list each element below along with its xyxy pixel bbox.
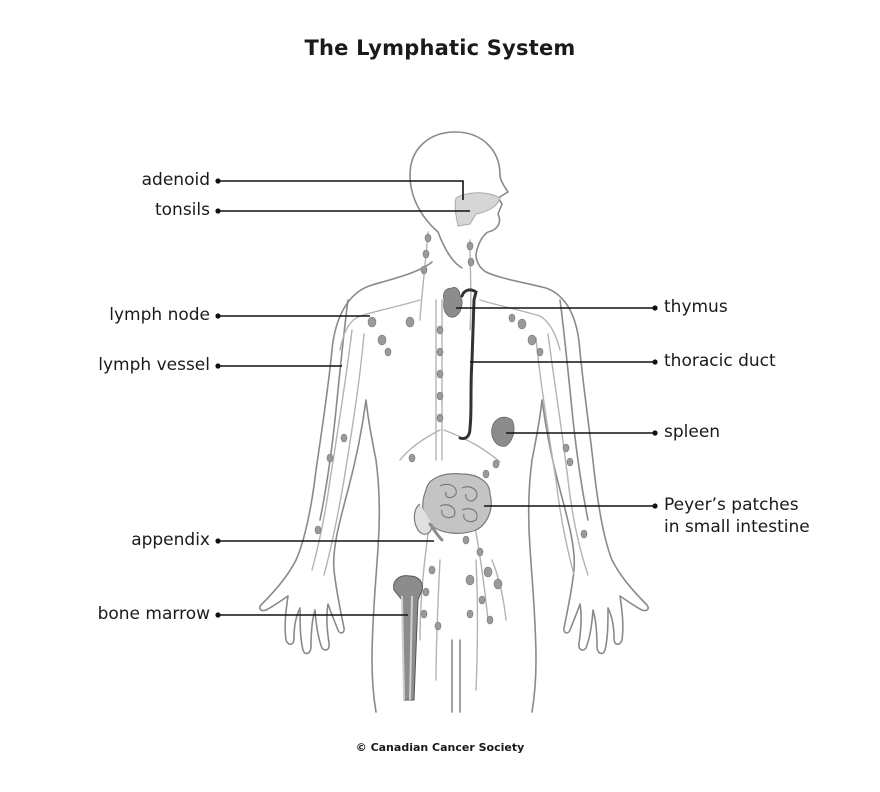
label-peyers-patches-line2: in small intestine [664, 517, 810, 537]
label-lymph-vessel: lymph vessel [98, 355, 210, 375]
spleen-organ [491, 416, 515, 447]
label-thoracic-duct: thoracic duct [664, 351, 776, 371]
intestines [413, 473, 492, 535]
label-lymph-node: lymph node [109, 305, 210, 325]
body-outline [259, 131, 649, 713]
head-outline [409, 131, 509, 273]
leader-lines [218, 180, 655, 616]
thoracic-duct-line [458, 288, 478, 440]
torso-right-outline [485, 271, 649, 713]
lymph-nodes [314, 233, 588, 631]
leader-dots [215, 178, 658, 618]
label-thymus: thymus [664, 297, 728, 317]
label-spleen: spleen [664, 422, 721, 442]
tonsil-region [454, 192, 501, 227]
label-peyers-patches-line1: Peyer’s patches [664, 495, 799, 515]
label-bone-marrow: bone marrow [97, 604, 210, 624]
label-tonsils: tonsils [154, 200, 210, 220]
label-appendix: appendix [131, 530, 210, 550]
thymus-organ [443, 287, 463, 318]
leader-adenoid [218, 180, 464, 200]
copyright-credit: © Canadian Cancer Society [355, 741, 525, 754]
femur-bone [393, 575, 423, 701]
torso-left-outline [259, 261, 433, 713]
label-adenoid: adenoid [141, 170, 210, 190]
diagram-title: The Lymphatic System [304, 36, 576, 60]
appendix-organ [428, 522, 444, 542]
